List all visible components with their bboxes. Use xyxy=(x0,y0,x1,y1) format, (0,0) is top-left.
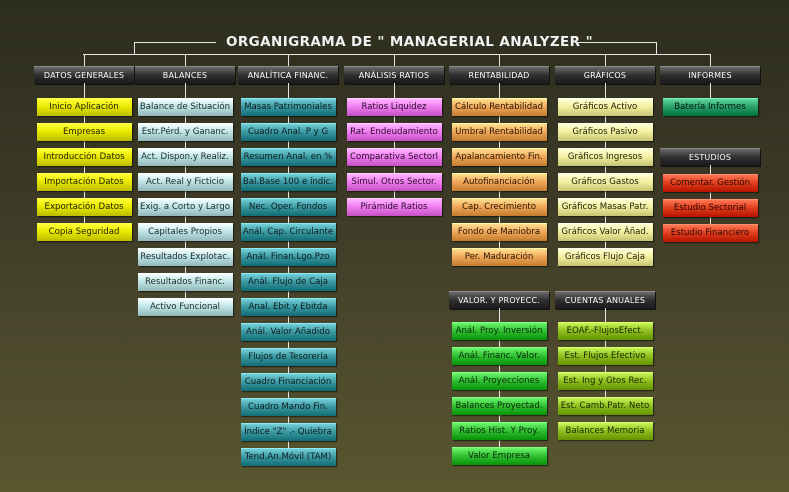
menu-button-capitales-propios[interactable]: Capitales Propios xyxy=(137,223,233,241)
column-spine-line xyxy=(394,83,395,206)
menu-button-anal-finan-lgo-pzo[interactable]: Anál. Finan.Lgo.Pzo xyxy=(240,248,336,266)
title-connector-left xyxy=(134,42,216,43)
menu-button-indice-z-quiebra[interactable]: Índice "Z" .- Quiebra xyxy=(240,423,336,441)
menu-button-resultados-financ[interactable]: Resultados Financ. xyxy=(137,273,233,291)
menu-button-graficos-masas-patr[interactable]: Gráficos Masas Patr. xyxy=(557,198,653,216)
menu-button-bateria-informes[interactable]: Batería Informes xyxy=(662,98,758,116)
title-connector-right xyxy=(575,42,657,43)
menu-button-graficos-ingresos[interactable]: Gráficos Ingresos xyxy=(557,148,653,166)
menu-button-est-camb-patr-neto[interactable]: Est. Camb.Patr. Neto xyxy=(557,397,653,415)
menu-button-estr-perd-y-gananc[interactable]: Estr.Pérd. y Gananc. xyxy=(137,123,233,141)
menu-button-umbral-rentabilidad[interactable]: Umbral Rentabilidad xyxy=(451,123,547,141)
menu-button-cuadro-financiacion[interactable]: Cuadro Financiación xyxy=(240,373,336,391)
menu-button-graficos-valor-anad[interactable]: Gráficos Valor Áñad. xyxy=(557,223,653,241)
column-spine-line xyxy=(710,83,711,106)
menu-button-ratios-hist-y-proy[interactable]: Ratios Hist. Y Proy. xyxy=(451,422,547,440)
menu-button-bal-base-100-e-indic[interactable]: Bal.Base 100 e índic. xyxy=(240,173,336,191)
menu-button-rat-endeudamiento[interactable]: Rat. Endeudamiento xyxy=(346,123,442,141)
section-header-estudios: ESTUDIOS xyxy=(660,148,760,166)
column-spine-line xyxy=(605,83,606,256)
menu-button-resultados-explotac[interactable]: Resultados Explotac. xyxy=(137,248,233,266)
column-drop-line xyxy=(185,54,186,66)
menu-button-fondo-de-maniobra[interactable]: Fondo de Maniobra xyxy=(451,223,547,241)
menu-button-balances-proyectad[interactable]: Balances Proyectad. xyxy=(451,397,547,415)
menu-button-copia-seguridad[interactable]: Copia Seguridad xyxy=(36,223,132,241)
title-drop-left xyxy=(134,42,135,54)
menu-button-balances-memoria[interactable]: Balances Memoria xyxy=(557,422,653,440)
menu-button-activo-funcional[interactable]: Activo Funcional xyxy=(137,298,233,316)
menu-button-inicio-aplicacion[interactable]: Inicio Aplicación xyxy=(36,98,132,116)
menu-button-est-ing-y-gtos-rec[interactable]: Est. Ing y Gtos Rec. xyxy=(557,372,653,390)
menu-button-anal-financ-valor[interactable]: Anál. Financ. Valor. xyxy=(451,347,547,365)
column-drop-line xyxy=(499,54,500,66)
menu-button-nec-oper-fondos[interactable]: Nec. Oper. Fondos xyxy=(240,198,336,216)
column-drop-line xyxy=(394,54,395,66)
menu-button-anal-valor-anadido[interactable]: Anál. Valor Añadido xyxy=(240,323,336,341)
menu-button-cap-crecimiento[interactable]: Cap. Crecimiento xyxy=(451,198,547,216)
column-header-informes: INFORMES xyxy=(660,66,760,84)
menu-button-estudio-sectorial[interactable]: Estudio Sectorial xyxy=(662,199,758,217)
menu-button-anal-proy-inversion[interactable]: Anál. Proy. Inversión xyxy=(451,322,547,340)
menu-button-simul-otros-sector[interactable]: Simul. Otros Sector. xyxy=(346,173,442,191)
menu-button-act-dispon-y-realiz[interactable]: Act. Dispon.y Realiz. xyxy=(137,148,233,166)
menu-button-anal-cap-circulante[interactable]: Anál. Cap. Circulante xyxy=(240,223,336,241)
column-spine-line xyxy=(499,83,500,256)
column-drop-line xyxy=(84,54,85,66)
section-spine-line xyxy=(710,165,711,232)
menu-button-tend-an-movil-tam[interactable]: Tend.An.Móvil (TAM) xyxy=(240,448,336,466)
top-bus-line xyxy=(83,54,711,55)
menu-button-resumen-anal-en[interactable]: Resumen Anal. en % xyxy=(240,148,336,166)
menu-button-apalancamiento-fin[interactable]: Apalancamiento Fin. xyxy=(451,148,547,166)
menu-button-ratios-liquidez[interactable]: Ratios Liquidez xyxy=(346,98,442,116)
column-header-rentabilidad: RENTABILIDAD xyxy=(449,66,549,84)
menu-button-est-flujos-efectivo[interactable]: Est. Flujos Efectivo xyxy=(557,347,653,365)
menu-button-cuadro-mando-fin[interactable]: Cuadro Mando Fin. xyxy=(240,398,336,416)
menu-button-balance-de-situacion[interactable]: Balance de Situación xyxy=(137,98,233,116)
column-spine-line xyxy=(288,83,289,456)
menu-button-autofinanciacion[interactable]: Autofinanciación xyxy=(451,173,547,191)
menu-button-piramide-ratios[interactable]: Pirámide Ratios xyxy=(346,198,442,216)
menu-button-anal-proyecciones[interactable]: Anál. Proyecciones xyxy=(451,372,547,390)
menu-button-empresas[interactable]: Empresas xyxy=(36,123,132,141)
menu-button-exig-a-corto-y-largo[interactable]: Exig. a Corto y Largo xyxy=(137,198,233,216)
menu-button-comentar-gestion[interactable]: Comentar. Gestión xyxy=(662,174,758,192)
menu-button-per-maduracion[interactable]: Per. Maduración xyxy=(451,248,547,266)
column-drop-line xyxy=(288,54,289,66)
menu-button-graficos-gastos[interactable]: Gráficos Gastos xyxy=(557,173,653,191)
page-title: ORGANIGRAMA DE " MANAGERIAL ANALYZER " xyxy=(226,34,593,50)
column-header-graficos: GRÁFICOS xyxy=(555,66,655,84)
column-header-analitica-financ: ANALÍTICA FINANC. xyxy=(238,66,338,84)
menu-button-graficos-flujo-caja[interactable]: Gráficos Flujo Caja xyxy=(557,248,653,266)
menu-button-estudio-financiero[interactable]: Estudio Financiero xyxy=(662,224,758,242)
column-header-balances: BALANCES xyxy=(135,66,235,84)
section-spine-line xyxy=(605,308,606,430)
section-header-cuentas-anuales: CUENTAS ANUALES xyxy=(555,291,655,309)
column-drop-line xyxy=(605,54,606,66)
menu-button-calculo-rentabilidad[interactable]: Cálculo Rentabilidad xyxy=(451,98,547,116)
menu-button-comparativa-sectorl[interactable]: Comparativa Sectorl xyxy=(346,148,442,166)
menu-button-flujos-de-tesoreria[interactable]: Flujos de Tesorería xyxy=(240,348,336,366)
column-header-analisis-ratios: ANÁLISIS RATIOS xyxy=(344,66,444,84)
section-header-valor-y-proyecc: VALOR. Y PROYECC. xyxy=(449,291,549,309)
menu-button-exportacion-datos[interactable]: Exportación Datos xyxy=(36,198,132,216)
menu-button-introduccion-datos[interactable]: Introducción Datos xyxy=(36,148,132,166)
menu-button-importacion-datos[interactable]: Importación Datos xyxy=(36,173,132,191)
menu-button-masas-patrimoniales[interactable]: Masas Patrimoniales xyxy=(240,98,336,116)
menu-button-graficos-activo[interactable]: Gráficos Activo xyxy=(557,98,653,116)
column-header-datos-generales: DATOS GENERALES xyxy=(34,66,134,84)
menu-button-graficos-pasivo[interactable]: Gráficos Pasivo xyxy=(557,123,653,141)
column-spine-line xyxy=(185,83,186,306)
column-drop-line xyxy=(710,54,711,66)
title-drop-right xyxy=(656,42,657,54)
menu-button-anal-flujo-de-caja[interactable]: Anál. Flujo de Caja xyxy=(240,273,336,291)
menu-button-valor-empresa[interactable]: Valor Empresa xyxy=(451,447,547,465)
menu-button-act-real-y-ficticio[interactable]: Act. Real y Ficticio xyxy=(137,173,233,191)
menu-button-anal-ebit-y-ebitda[interactable]: Anal. Ebit y Ebitda xyxy=(240,298,336,316)
menu-button-eoaf-flujosefect[interactable]: EOAF.-FlujosEfect. xyxy=(557,322,653,340)
menu-button-cuadro-anal-p-y-g[interactable]: Cuadro Anal. P y G xyxy=(240,123,336,141)
